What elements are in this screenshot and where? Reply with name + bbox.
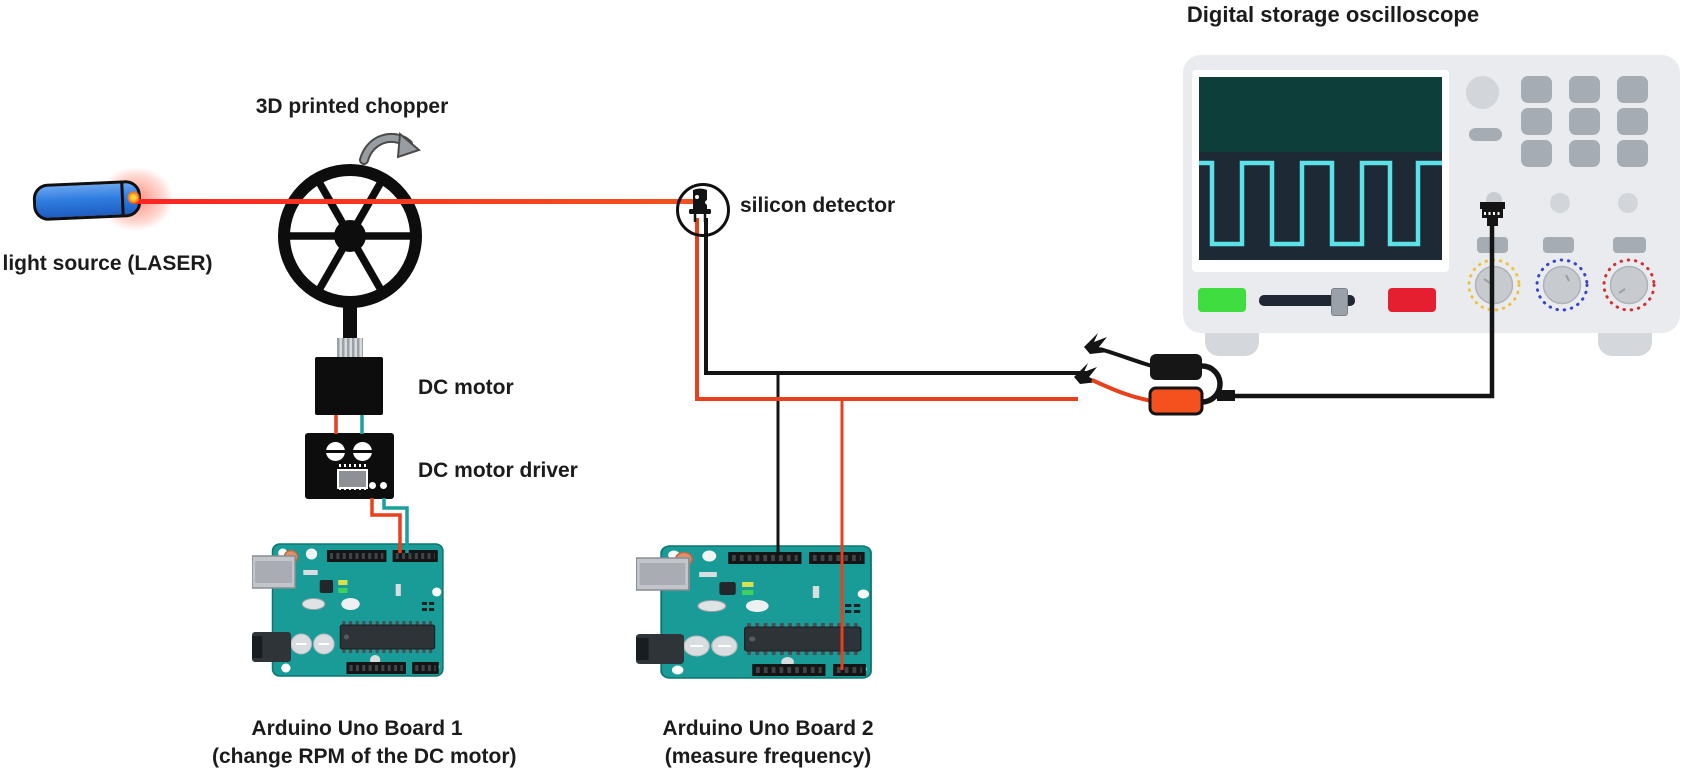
scope-menu-button[interactable] (1521, 140, 1552, 167)
silicon-detector-label: silicon detector (740, 194, 896, 217)
scope-foot (1205, 330, 1259, 356)
arduino2-title: Arduino Uno Board 2 (662, 717, 874, 740)
knob-red[interactable] (1602, 258, 1656, 312)
probe-plug-black (1150, 354, 1202, 380)
scope-screen (1199, 77, 1442, 260)
scope-menu-button[interactable] (1617, 140, 1648, 167)
knob-yellow[interactable] (1467, 258, 1521, 312)
driver-out-pin (369, 482, 376, 489)
laser-tip-glow (127, 191, 140, 204)
scope-input-port[interactable] (1618, 193, 1638, 213)
light-source-label: light source (LASER) (2, 252, 213, 275)
shaft-coupler (337, 338, 363, 359)
bnc-probe-tip (1486, 192, 1502, 203)
dc-motor-driver (305, 433, 394, 499)
probe-splitter (1201, 363, 1223, 405)
dc-motor-label: DC motor (418, 376, 514, 399)
photodiode-icon (689, 188, 711, 222)
scope-menu-button[interactable] (1569, 140, 1600, 167)
dc-motor (315, 357, 383, 415)
chopper-label: 3D printed chopper (255, 95, 449, 118)
alligator-clip-red (1074, 363, 1098, 384)
dc-motor-driver-label: DC motor driver (418, 459, 578, 482)
laser-cap-line (120, 183, 125, 215)
bnc-cable-stub (1487, 218, 1498, 226)
scope-menu-button[interactable] (1569, 76, 1600, 103)
motor-shaft (343, 300, 357, 340)
scope-menu-button[interactable] (1521, 108, 1552, 135)
detector-wire-red (695, 218, 1078, 401)
driver-out-pin (380, 482, 387, 489)
alligator-clip-black (1084, 333, 1108, 354)
driver-terminal (353, 442, 372, 461)
driver-chip-pins (339, 464, 366, 467)
bnc-connector[interactable] (1480, 202, 1505, 209)
arduino1-title: Arduino Uno Board 1 (251, 717, 463, 740)
scope-slider-handle[interactable] (1331, 288, 1348, 316)
laser-beam (133, 199, 693, 204)
scope-round-button[interactable] (1466, 76, 1499, 109)
detector-wire-black (704, 218, 1088, 375)
clip-lead-red (1091, 378, 1153, 403)
arduino1-subtitle: (change RPM of the DC motor) (212, 745, 517, 768)
scope-screen-frame (1192, 70, 1449, 272)
scope-channel-button[interactable] (1613, 237, 1646, 253)
driver-terminal (326, 442, 345, 461)
arduino2-subtitle: (measure frequency) (664, 745, 872, 768)
arduino-uno-board-1 (252, 540, 447, 680)
square-wave-trace (1199, 160, 1442, 247)
clip-lead-black (1099, 347, 1153, 368)
scope-screen-top-band (1199, 77, 1442, 152)
chopper-wheel (278, 164, 422, 308)
scope-run-button[interactable] (1198, 288, 1246, 312)
rotation-arrow-icon (359, 131, 422, 165)
probe-plug-orange (1148, 386, 1204, 416)
bnc-connector-pins (1484, 212, 1501, 215)
probe-splitter-stub (1217, 390, 1235, 401)
scope-channel-button[interactable] (1543, 237, 1574, 253)
knob-blue[interactable] (1535, 258, 1589, 312)
scope-input-port[interactable] (1550, 193, 1570, 213)
scope-menu-button[interactable] (1617, 76, 1648, 103)
scope-menu-button[interactable] (1569, 108, 1600, 135)
scope-channel-button[interactable] (1477, 237, 1508, 253)
driver-chip (337, 469, 368, 489)
scope-menu-button[interactable] (1617, 108, 1648, 135)
scope-knobs (1467, 258, 1656, 312)
scope-stop-button[interactable] (1388, 288, 1436, 312)
oscilloscope (1183, 55, 1680, 333)
driver-chip-pins (339, 487, 366, 490)
scope-pill-button[interactable] (1469, 128, 1502, 141)
laser-pointer (32, 179, 142, 222)
scope-menu-button[interactable] (1521, 76, 1552, 103)
arduino-uno-board-2 (636, 542, 876, 682)
silicon-detector (676, 183, 730, 237)
oscilloscope-title: Digital storage oscilloscope (1186, 2, 1480, 27)
scope-foot (1598, 330, 1652, 356)
bnc-connector-body (1482, 209, 1503, 218)
